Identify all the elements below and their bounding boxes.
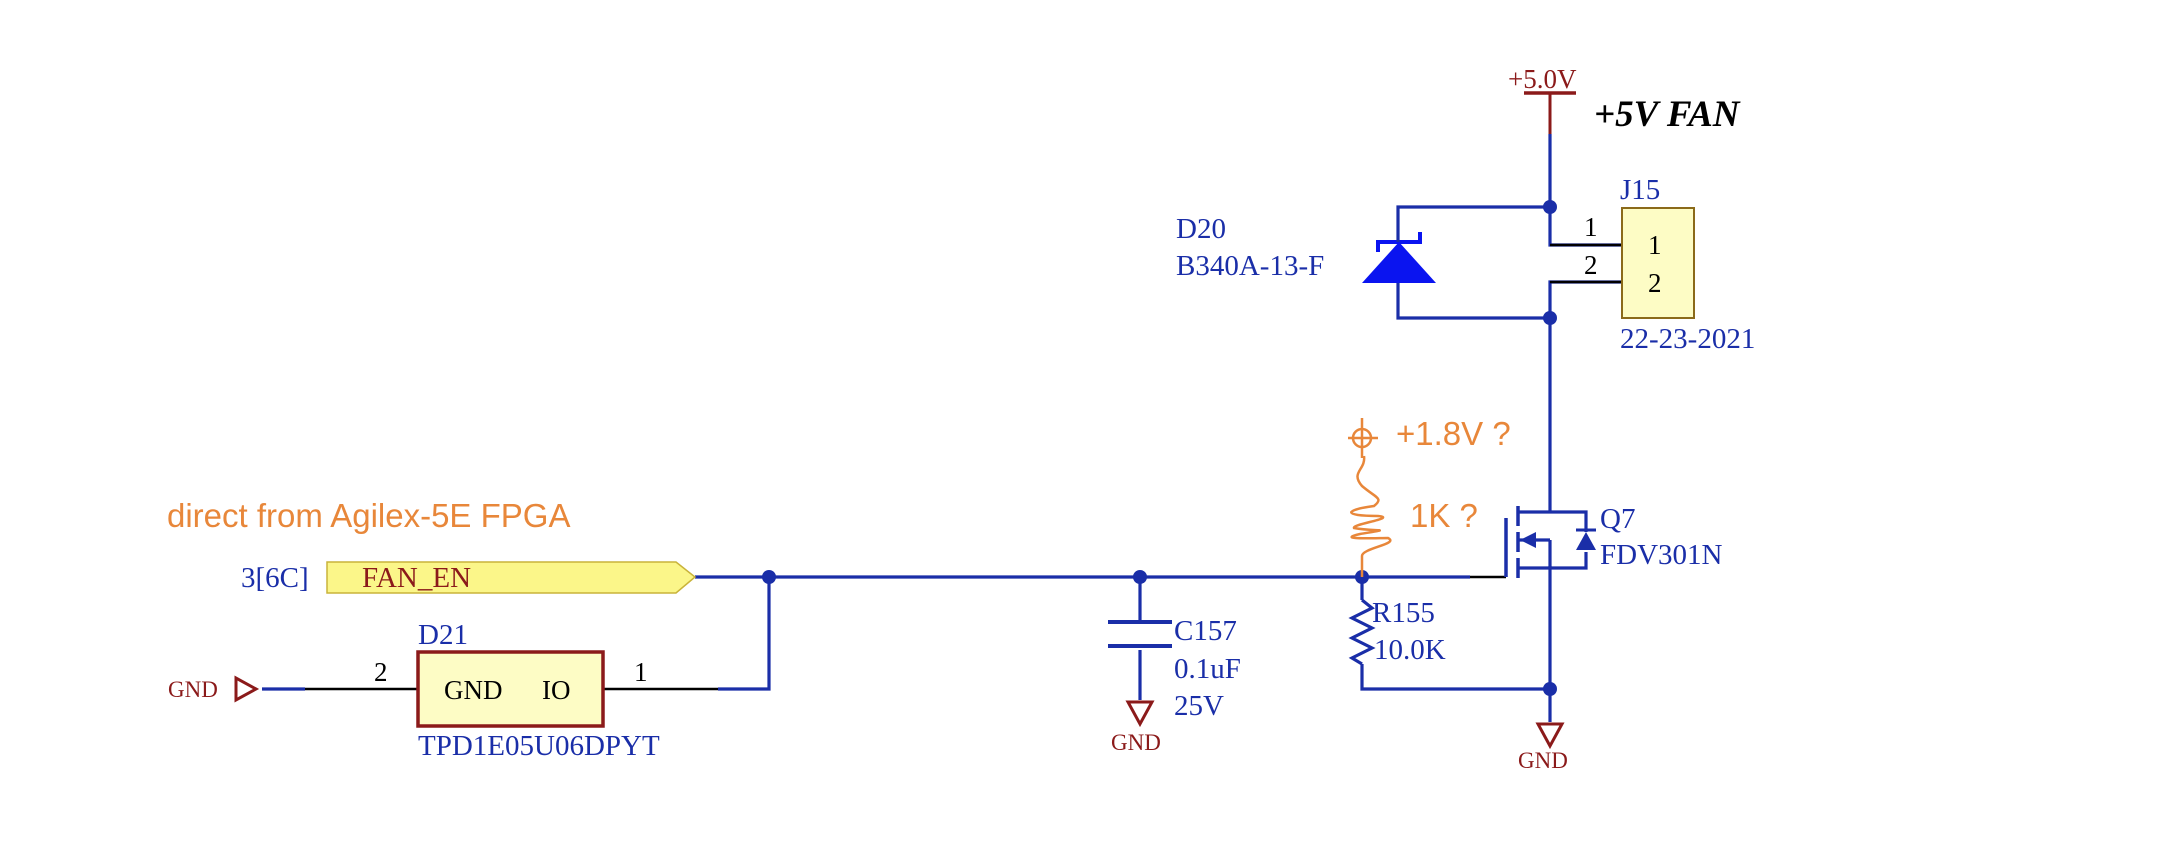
power-rail-label: +5.0V (1508, 64, 1577, 94)
gnd-label-c157: GND (1111, 730, 1161, 755)
c157-value: 0.1uF (1174, 653, 1241, 685)
capacitor-c157: C157 0.1uF 25V (1108, 615, 1241, 722)
d21-pin1-number: 1 (634, 657, 648, 687)
d21-ref: D21 (418, 619, 468, 651)
gnd-symbol-d21: GND (168, 675, 260, 703)
d21-pin-name-gnd: GND (444, 675, 503, 705)
j15-pin2-number: 2 (1584, 250, 1598, 280)
pullup-annotation: +1.8V ? 1K ? (1348, 415, 1511, 577)
r155-ref: R155 (1372, 597, 1435, 629)
gnd-label-q7: GND (1518, 748, 1568, 773)
net-port-name: FAN_EN (362, 562, 471, 594)
j15-ref: J15 (1620, 174, 1660, 206)
j15-pin1-label: 1 (1648, 230, 1662, 260)
tvs-d21: 2 1 GND IO D21 TPD1E05U06DPYT (305, 619, 718, 762)
resistor-r155: R155 10.0K (1348, 597, 1446, 666)
q7-ref: Q7 (1600, 503, 1635, 535)
d21-pin-name-io: IO (542, 675, 571, 705)
j15-pin2-label: 2 (1648, 268, 1662, 298)
pullup-resistor-note: 1K ? (1410, 497, 1478, 534)
c157-ref: C157 (1174, 615, 1237, 647)
d21-pin2-number: 2 (374, 657, 388, 687)
j15-pin1-number: 1 (1584, 212, 1598, 242)
fan-supply-label: +5V FAN (1594, 94, 1741, 135)
gnd-label-d21: GND (168, 677, 218, 702)
mosfet-q7: Q7 FDV301N (1470, 503, 1723, 579)
q7-part: FDV301N (1600, 539, 1723, 571)
power-port-5v: +5.0V (1508, 64, 1577, 134)
gnd-symbol-q7: GND (1518, 722, 1568, 773)
fpga-source-note: direct from Agilex-5E FPGA (167, 497, 570, 534)
j15-part: 22-23-2021 (1620, 323, 1755, 355)
r155-value: 10.0K (1374, 634, 1446, 666)
net-port-fan-en: 3[6C] FAN_EN (241, 561, 697, 594)
c157-voltage: 25V (1174, 690, 1224, 722)
net-port-sheet-ref: 3[6C] (241, 562, 309, 594)
pullup-voltage-note: +1.8V ? (1396, 415, 1511, 452)
gnd-symbol-c157: GND (1111, 700, 1161, 755)
d21-part: TPD1E05U06DPYT (418, 730, 660, 762)
connector-j15: 1 2 1 2 J15 22-23-2021 (1550, 174, 1755, 355)
d20-part: B340A-13-F (1176, 250, 1324, 282)
diode-d20: D20 B340A-13-F (1176, 213, 1436, 283)
d20-ref: D20 (1176, 213, 1226, 245)
